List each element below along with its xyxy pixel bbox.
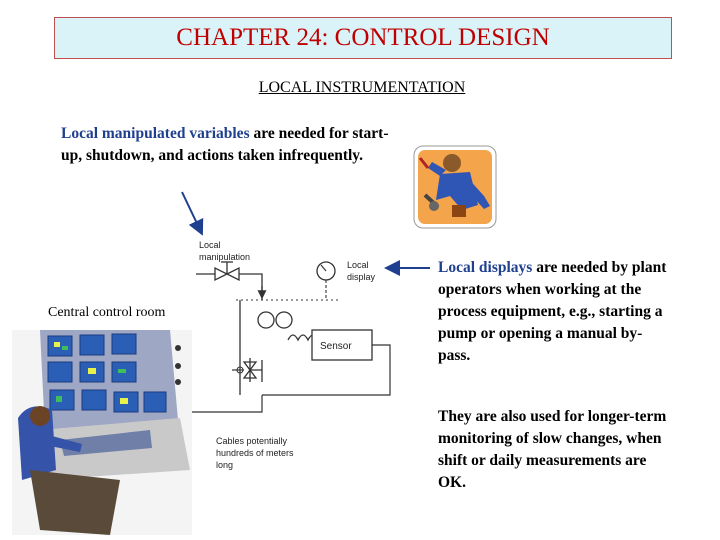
cables-label-1: Cables potentially	[216, 436, 288, 446]
page-title: CHAPTER 24: CONTROL DESIGN	[176, 24, 550, 51]
local-display-label-1: Local	[347, 260, 369, 270]
paragraph-text: are needed for start-up, shutdown, and a…	[61, 125, 389, 164]
subtitle: LOCAL INSTRUMENTATION	[258, 79, 466, 96]
highlight-local-manipulated: Local manipulated variables	[61, 125, 250, 142]
central-control-room-label: Central control room	[48, 305, 166, 320]
highlight-local-displays: Local displays	[438, 259, 533, 276]
cables-label-2: hundreds of meters	[216, 448, 294, 458]
paragraph-long-term: They are also used for longer-term monit…	[438, 408, 667, 491]
process-schematic: Local manipulation Local display Sensor	[190, 240, 391, 470]
cables-label-3: long	[216, 460, 233, 470]
paragraph-text: are needed by plant operators when worki…	[438, 259, 667, 364]
control-room-illustration	[12, 330, 192, 535]
sensor-label: Sensor	[320, 341, 352, 352]
local-display-label-2: display	[347, 272, 376, 282]
paragraph-local-manipulated: Local manipulated variables are needed f…	[61, 123, 391, 167]
local-manipulation-label-2: manipulation	[199, 252, 250, 262]
paragraph-local-displays: Local displays are needed by plant opera…	[438, 257, 668, 367]
operator-wrench-icon	[413, 145, 497, 229]
callout-arrow-manipulation	[181, 191, 204, 236]
local-manipulation-label-1: Local	[199, 240, 221, 250]
title-box: CHAPTER 24: CONTROL DESIGN	[54, 17, 672, 59]
